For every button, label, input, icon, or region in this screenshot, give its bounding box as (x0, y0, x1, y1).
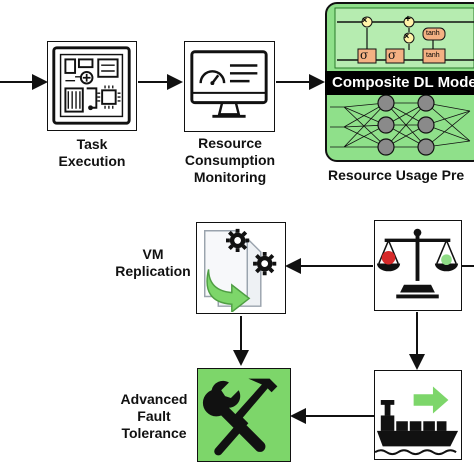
vm-label-line2: Replication (115, 263, 191, 279)
neural-network-icon (330, 95, 471, 156)
monitor-label-line3: Monitoring (193, 169, 267, 185)
task-execution-box (47, 41, 137, 131)
lstm-sigma-2: σ (388, 48, 397, 62)
tools-icon (202, 378, 278, 456)
lstm-tanh-1: tanh (426, 30, 440, 37)
task-label-line1: Task (76, 136, 108, 152)
task-label-line2: Execution (58, 153, 126, 169)
fault-label-line2: Fault (137, 408, 171, 424)
model-banner-text: Composite DL Mode (332, 74, 474, 91)
balance-scale-icon (376, 228, 459, 299)
vm-label-line1: VM (142, 246, 164, 262)
lstm-tanh-2: tanh (426, 52, 440, 59)
monitoring-label: Resource Consumption Monitoring (168, 135, 292, 186)
vm-replication-label: VM Replication (104, 246, 202, 280)
lstm-times-op-2: × (404, 31, 410, 41)
monitoring-box (184, 41, 275, 132)
monitor-label-line1: Resource (198, 135, 262, 151)
model-caption-text: Resource Usage Pre (328, 167, 465, 183)
lstm-plus-op: + (405, 14, 411, 25)
fault-label-line1: Advanced (120, 391, 188, 407)
circuit-board-icon (52, 46, 131, 125)
lstm-times-op-1: × (362, 15, 368, 25)
task-execution-label: Task Execution (40, 136, 144, 170)
vm-replication-box (196, 222, 286, 314)
gear-document-icon (204, 228, 277, 314)
monitor-label-line2: Consumption (184, 152, 276, 168)
load-balance-box (374, 220, 462, 311)
model-caption: Resource Usage Pre (328, 167, 474, 184)
ship-icon (374, 386, 459, 456)
monitor-gauge-icon (190, 50, 268, 118)
lstm-sigma-1: σ (360, 48, 369, 62)
fault-tolerance-box (197, 368, 291, 462)
fault-label-line3: Tolerance (121, 425, 187, 441)
migration-box (374, 370, 462, 460)
fault-tolerance-label: Advanced Fault Tolerance (108, 391, 200, 442)
model-banner: Composite DL Mode (325, 71, 474, 95)
lstm-cell-icon (334, 7, 474, 69)
